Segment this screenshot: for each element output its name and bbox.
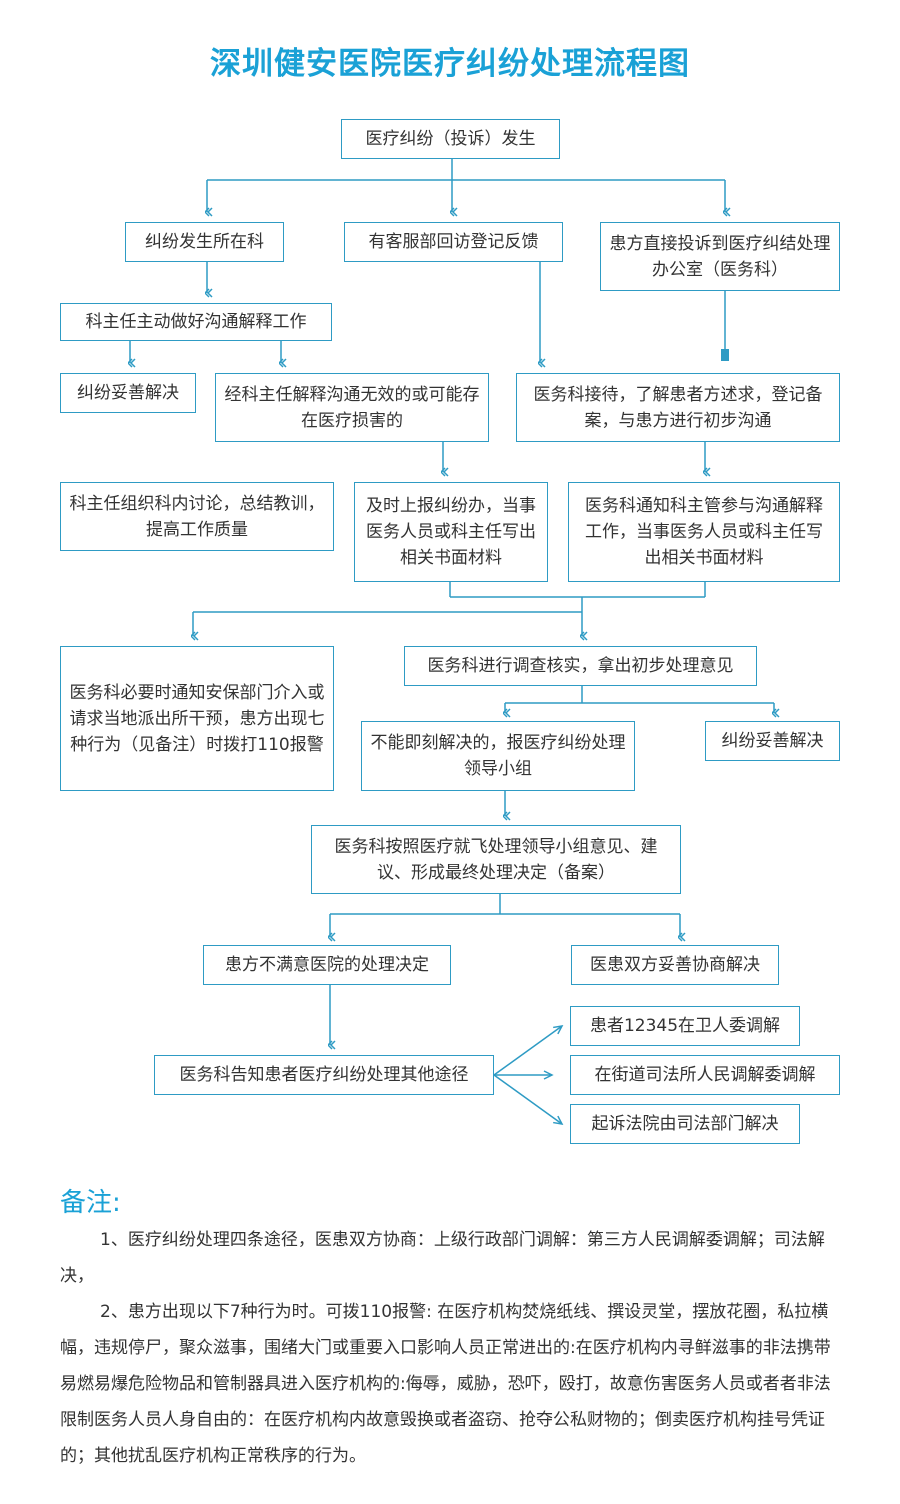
page-title: 深圳健安医院医疗纠纷处理流程图 — [210, 46, 690, 82]
notes-heading: 备注: — [60, 1188, 121, 1218]
node-final-decision: 医务科按照医疗就飞处理领导小组意见、建议、形成最终处理决定（备案） — [311, 825, 681, 894]
node-medical-office-reception: 医务科接待，了解患者方述求，登记备案，与患方进行初步沟通 — [516, 373, 840, 442]
node-resolved-2: 纠纷妥善解决 — [705, 721, 840, 761]
node-director-explains: 科主任主动做好沟通解释工作 — [60, 303, 332, 341]
node-negotiation: 医患双方妥善协商解决 — [571, 945, 779, 985]
node-way-12345: 患者12345在卫人委调解 — [570, 1006, 800, 1046]
node-patient-dissatisfied: 患方不满意医院的处理决定 — [203, 945, 451, 985]
node-explain-ineffective: 经科主任解释沟通无效的或可能存在医疗损害的 — [215, 373, 489, 442]
node-call-police: 医务科必要时通知安保部门介入或请求当地派出所干预，患方出现七种行为（见备注）时拨… — [60, 646, 334, 791]
node-report-leading-group: 不能即刻解决的，报医疗纠纷处理领导小组 — [361, 721, 635, 791]
note-item-1: 1、医疗纠纷处理四条途径，医患双方协商：上级行政部门调解：第三方人民调解委调解；… — [60, 1230, 825, 1286]
node-notify-director: 医务科通知科主管参与沟通解释工作，当事医务人员或科主任写出相关书面材料 — [568, 482, 840, 582]
node-dispute-occurs: 医疗纠纷（投诉）发生 — [341, 119, 560, 159]
node-other-ways: 医务科告知患者医疗纠纷处理其他途径 — [154, 1055, 494, 1095]
node-customer-service-callback: 有客服部回访登记反馈 — [344, 222, 563, 262]
node-direct-complaint: 患方直接投诉到医疗纠结处理办公室（医务科） — [600, 222, 840, 291]
node-report-dispute-office: 及时上报纠纷办，当事医务人员或科主任写出相关书面材料 — [354, 482, 548, 582]
node-department: 纠纷发生所在科 — [125, 222, 284, 262]
node-way-street-mediation: 在街道司法所人民调解委调解 — [570, 1055, 840, 1095]
node-department-discussion: 科主任组织科内讨论，总结教训，提高工作质量 — [60, 482, 334, 551]
node-way-court: 起诉法院由司法部门解决 — [570, 1104, 800, 1144]
node-resolved-1: 纠纷妥善解决 — [60, 373, 196, 413]
note-item-2: 2、患方出现以下7种行为时。可拨110报警: 在医疗机构焚烧纸线、撰设灵堂，摆放… — [60, 1302, 831, 1466]
node-investigate: 医务科进行调查核实，拿出初步处理意见 — [404, 646, 757, 686]
